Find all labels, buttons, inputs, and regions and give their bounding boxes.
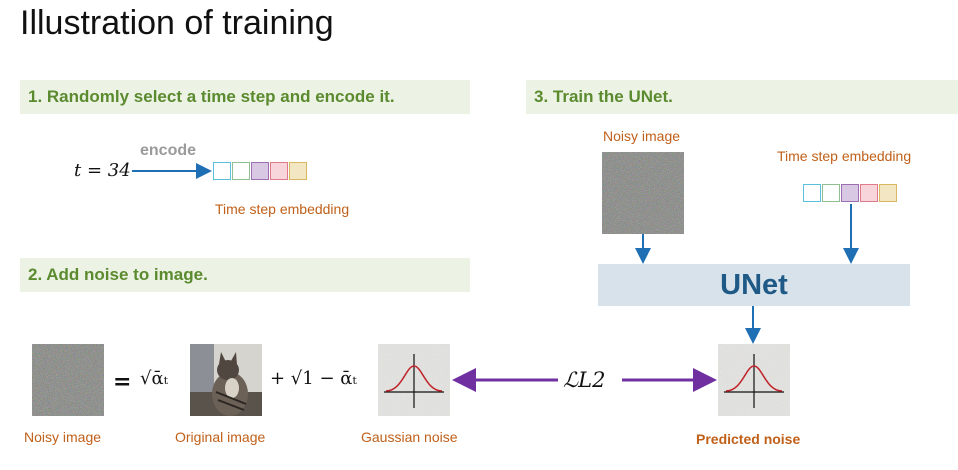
gaussian-curve-icon: [718, 344, 790, 416]
time-step-embedding-1: [213, 162, 308, 180]
plus-sqrt-one-minus-alpha: + √1 − ᾱₜ: [270, 368, 357, 389]
noise-texture-2: [602, 152, 684, 234]
encode-label: encode: [140, 142, 197, 159]
gaussian-noise-label: Gaussian noise: [361, 429, 458, 445]
embedding-label-3: Time step embedding: [777, 148, 912, 164]
equals-sign: =: [113, 369, 132, 395]
noise-texture-1: [32, 344, 104, 416]
sqrt-alpha: √ᾱₜ: [140, 368, 169, 389]
noisy-image-2: [32, 344, 104, 416]
step1-heading: 1. Randomly select a time step and encod…: [20, 80, 470, 114]
original-cat-image: [190, 344, 262, 416]
noisy-image-label-2: Noisy image: [24, 429, 102, 445]
noisy-image-label-3: Noisy image: [603, 128, 681, 144]
loss-l2-label: ℒL2: [563, 368, 606, 392]
embedding-cell: [251, 162, 269, 180]
t-label: t = 34: [74, 160, 131, 181]
embedding-cell: [822, 184, 840, 202]
embedding-cell: [879, 184, 897, 202]
cat-illustration: [190, 344, 262, 416]
predicted-noise-label: Predicted noise: [696, 431, 801, 447]
embedding-label-1: Time step embedding: [215, 201, 350, 217]
gaussian-noise-image: [378, 344, 450, 416]
embedding-cell: [232, 162, 250, 180]
embedding-cell: [803, 184, 821, 202]
original-image-label: Original image: [175, 429, 266, 445]
noisy-image-3: [602, 152, 684, 234]
step2-heading: 2. Add noise to image.: [20, 258, 470, 292]
gaussian-curve-icon: [378, 344, 450, 416]
time-step-embedding-3: [803, 184, 898, 202]
embedding-cell: [270, 162, 288, 180]
embedding-cell: [289, 162, 307, 180]
predicted-noise-image: [718, 344, 790, 416]
embedding-cell: [841, 184, 859, 202]
page-title: Illustration of training: [20, 4, 334, 42]
step3-heading: 3. Train the UNet.: [526, 80, 958, 114]
embedding-cell: [213, 162, 231, 180]
unet-block: UNet: [598, 264, 910, 306]
embedding-cell: [860, 184, 878, 202]
